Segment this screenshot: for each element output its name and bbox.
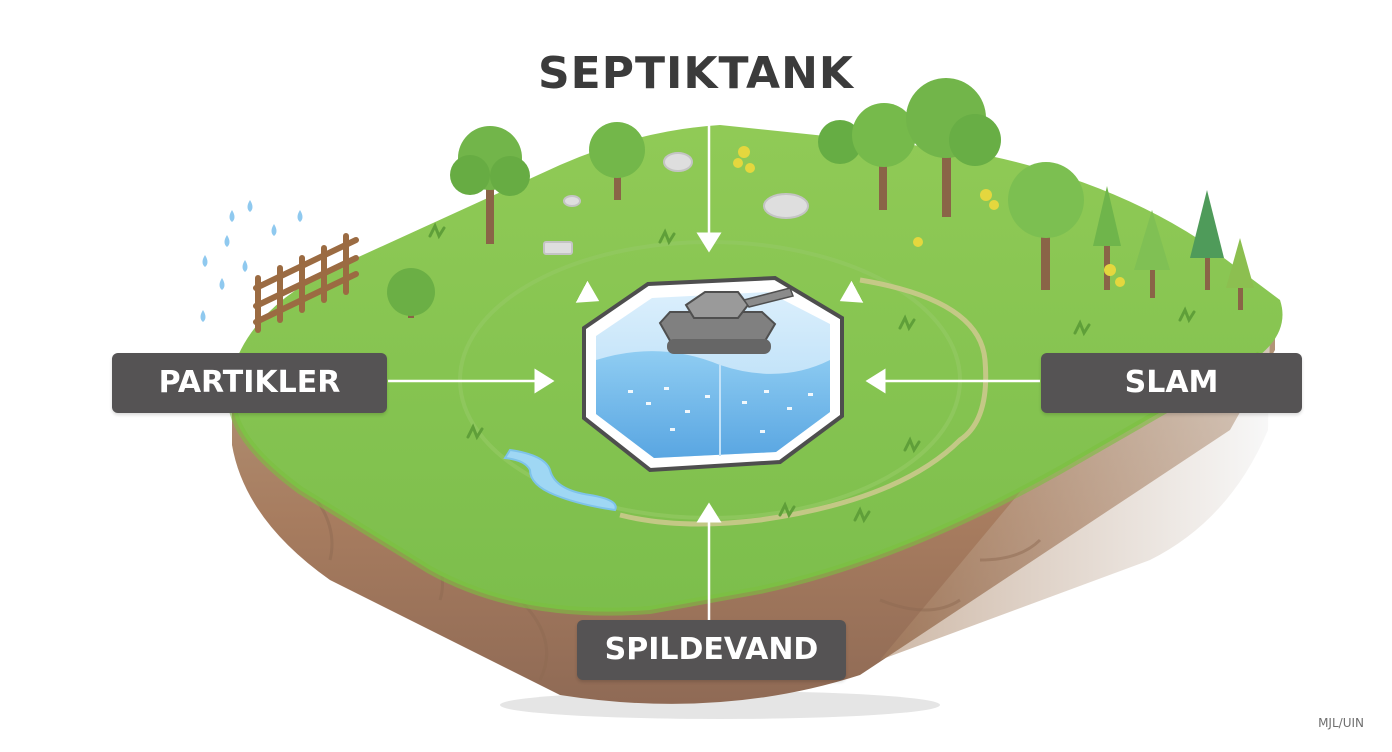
stream-icon [503, 448, 617, 512]
grass-edge [228, 351, 1262, 616]
arrow-top-right [839, 280, 864, 303]
label-partikler: PARTIKLER [112, 353, 387, 413]
arrow-top-left [575, 280, 600, 303]
raindrop-icon [200, 200, 303, 322]
label-slam: SLAM [1041, 353, 1302, 413]
tree-icon [387, 78, 1254, 318]
tank-vehicle [658, 287, 794, 354]
grass-tufts [428, 222, 1196, 524]
rock-icon [543, 152, 809, 255]
label-spildevand: SPILDEVAND [577, 620, 846, 680]
tank-icon [582, 275, 844, 473]
diagram-title: SEPTIKTANK [537, 48, 855, 99]
fence-icon [253, 233, 359, 333]
dirt-trail [619, 277, 989, 527]
watermark: MJL/UIN [1318, 716, 1364, 730]
